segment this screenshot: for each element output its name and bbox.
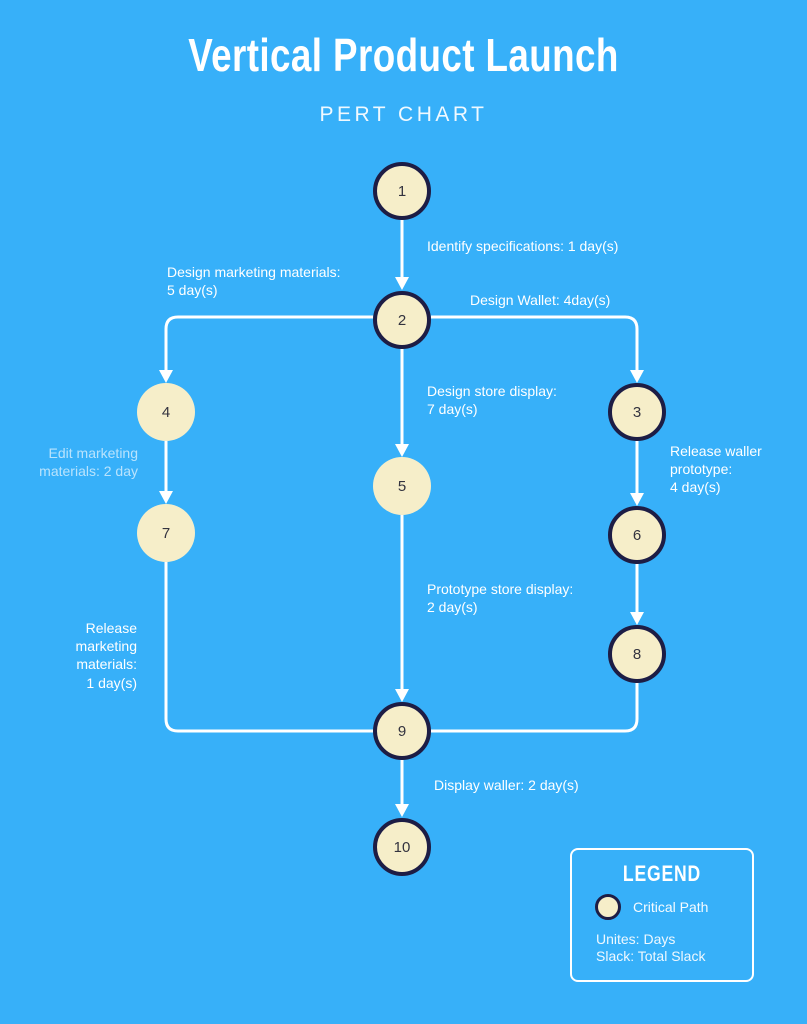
node-9: 9 (373, 702, 431, 760)
node-5: 5 (373, 457, 431, 515)
critical-path-node-icon (595, 894, 621, 920)
edge-7-9-line (164, 562, 373, 733)
edge-label-4-7: Edit marketing materials: 2 day (39, 445, 138, 480)
node-7: 7 (137, 504, 195, 562)
legend-box: LEGEND Critical Path Unites: Days Slack:… (570, 848, 754, 982)
edge-2-4-line (164, 315, 373, 370)
edge-8-9-line (431, 683, 639, 733)
legend-units-note: Unites: Days Slack: Total Slack (596, 931, 706, 964)
edge-2-4-arrowhead (159, 370, 173, 383)
node-4: 4 (137, 383, 195, 441)
edge-6-8-arrowhead (630, 612, 644, 625)
node-6: 6 (608, 506, 666, 564)
node-3: 3 (608, 383, 666, 441)
edge-1-2-arrowhead (395, 277, 409, 290)
legend-critical-path-label: Critical Path (633, 899, 709, 915)
edge-label-5-9: Prototype store display: 2 day(s) (427, 581, 574, 616)
edge-label-2-5: Design store display: 7 day(s) (427, 383, 557, 418)
page-title: Vertical Product Launch (188, 29, 619, 81)
edge-label-2-3: Design Wallet: 4day(s) (470, 292, 611, 308)
legend-title: LEGEND (622, 861, 702, 886)
edge-2-3-arrowhead (630, 370, 644, 383)
edge-2-5-arrowhead (395, 444, 409, 457)
node-1: 1 (373, 162, 431, 220)
edge-5-9-arrowhead (395, 689, 409, 702)
edge-label-2-4: Design marketing materials: 5 day(s) (167, 264, 341, 299)
node-10: 10 (373, 818, 431, 876)
legend-critical-path-row: Critical Path (595, 894, 708, 920)
edge-3-6-arrowhead (630, 493, 644, 506)
edge-label-1-2: Identify specifications: 1 day(s) (427, 238, 619, 254)
edge-label-9-10: Display waller: 2 day(s) (434, 777, 579, 793)
page-subtitle: PERT CHART (319, 103, 488, 126)
edge-2-3-line (431, 315, 639, 370)
node-2: 2 (373, 291, 431, 349)
edge-4-7-arrowhead (159, 491, 173, 504)
edge-label-3-6: Release waller prototype: 4 day(s) (670, 443, 762, 496)
edge-label-7-9: Release marketing materials: 1 day(s) (75, 620, 137, 691)
edge-9-10-arrowhead (395, 804, 409, 817)
node-8: 8 (608, 625, 666, 683)
